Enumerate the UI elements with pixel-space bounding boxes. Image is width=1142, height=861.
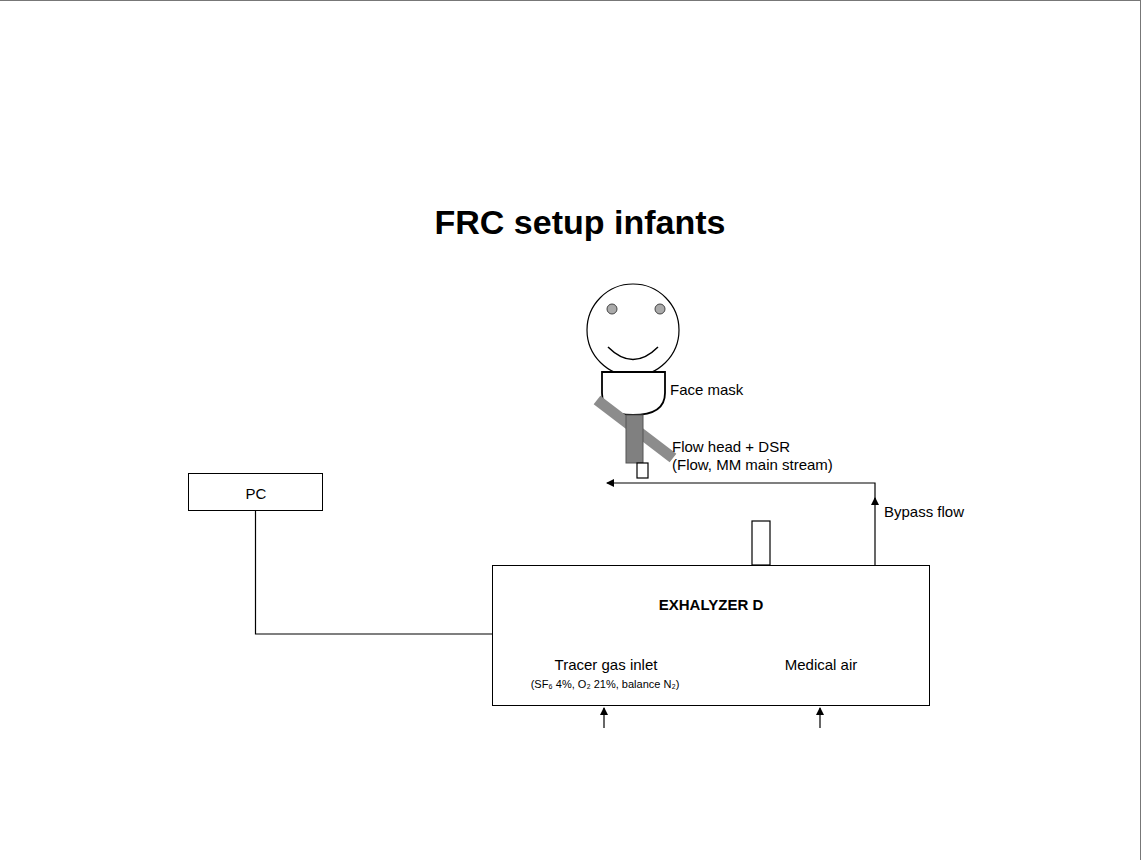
flow-head	[626, 415, 643, 463]
inlet-arrow	[819, 708, 820, 728]
node-title: EXHALYZER D	[659, 596, 763, 613]
bypass-flow-label: Bypass flow	[884, 503, 964, 520]
bypass-flow-line	[607, 483, 875, 500]
eye	[655, 304, 665, 314]
mask-label: Face mask	[670, 381, 743, 398]
bypass-port	[637, 463, 648, 478]
sample-port	[752, 521, 770, 565]
flow-head-label: Flow head + DSR	[672, 438, 790, 455]
node-text: (SF₆ 4%, O₂ 21%, balance N₂)	[531, 678, 680, 690]
node-text: Tracer gas inlet	[555, 656, 658, 673]
node-text: Medical air	[785, 656, 858, 673]
diagram-title: FRC setup infants	[435, 203, 726, 242]
infant-face	[587, 284, 679, 376]
flow-head-note: (Flow, MM main stream)	[672, 456, 833, 473]
exhalyzer-box: EXHALYZER D Tracer gas inlet (SF₆ 4%, O₂ 2…	[492, 565, 930, 706]
eye	[607, 304, 617, 314]
node-title: PC	[246, 485, 267, 502]
smile	[608, 347, 658, 360]
pc-box: PC	[188, 473, 323, 511]
bypass-arrow	[874, 498, 875, 565]
connector-line	[256, 511, 493, 634]
inlet-arrow	[603, 708, 604, 728]
